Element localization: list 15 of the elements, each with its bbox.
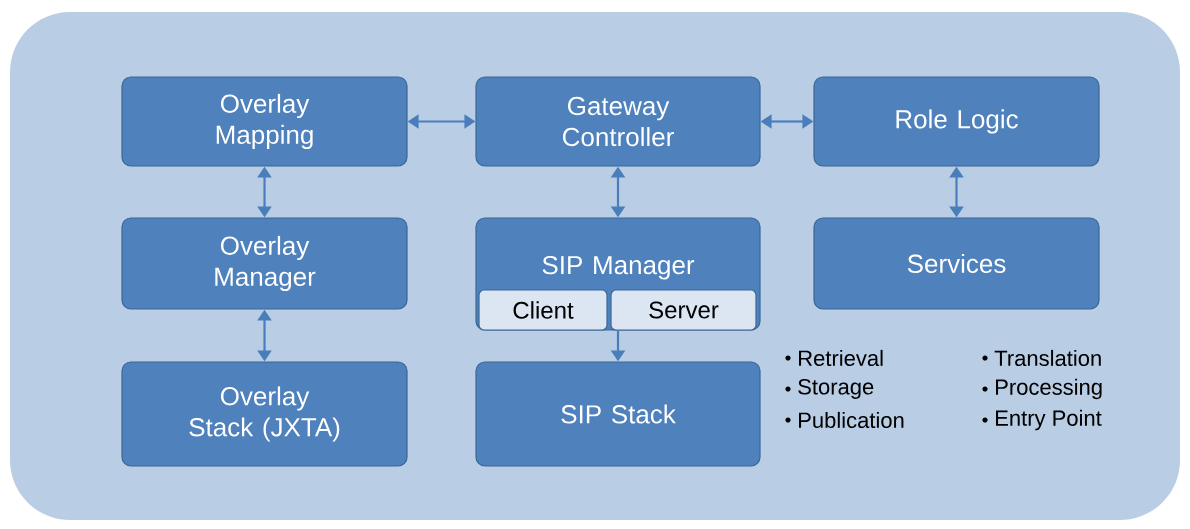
process-box: Overlay Stack (JXTA) xyxy=(121,361,408,467)
process-box: Gateway Controller xyxy=(475,76,761,167)
sub-box: Server xyxy=(610,289,757,331)
list-item: Entry Point xyxy=(996,409,1102,431)
process-box: Services xyxy=(813,217,1100,310)
sub-box: Client xyxy=(478,289,608,331)
process-box: Overlay Manager xyxy=(121,217,408,310)
process-box: Overlay Mapping xyxy=(121,76,408,167)
list-item: Storage xyxy=(798,379,874,399)
list-item: Retrieval xyxy=(799,349,883,367)
process-box: Role Logic xyxy=(813,76,1100,167)
process-box: SIP Stack xyxy=(475,361,761,467)
list-item: Publication xyxy=(799,411,904,429)
list-item: Translation xyxy=(994,349,1101,367)
list-item: Processing xyxy=(996,378,1102,400)
